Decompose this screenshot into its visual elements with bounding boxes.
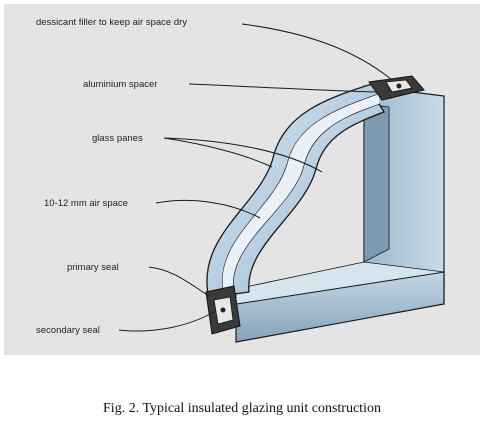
leader-primary-seal (148, 266, 210, 297)
aluminium-spacer-top (368, 75, 425, 101)
label-air-space: 10-12 mm air space (44, 198, 128, 209)
leader-glass-2 (163, 137, 323, 173)
glazing-unit-diagram: dessicant filler to keep air space dry a… (36, 17, 445, 343)
label-primary-seal: primary seal (67, 262, 119, 273)
leader-lines (118, 23, 393, 332)
leader-desiccant (241, 23, 393, 81)
diagram-panel: dessicant filler to keep air space dry a… (4, 4, 480, 355)
label-glass-panes: glass panes (92, 133, 143, 144)
label-secondary-seal: secondary seal (36, 325, 100, 336)
aluminium-spacer-bottom (205, 285, 241, 335)
label-desiccant: dessicant filler to keep air space dry (36, 17, 187, 28)
leader-air-space (155, 199, 261, 219)
leader-secondary-seal (118, 311, 215, 332)
figure-caption: Fig. 2. Typical insulated glazing unit c… (103, 401, 381, 416)
frame-vertical-inner (363, 103, 390, 263)
label-aluminium-spacer: aluminium spacer (83, 79, 157, 90)
leader-spacer (188, 83, 377, 93)
leader-glass-1 (163, 137, 273, 168)
